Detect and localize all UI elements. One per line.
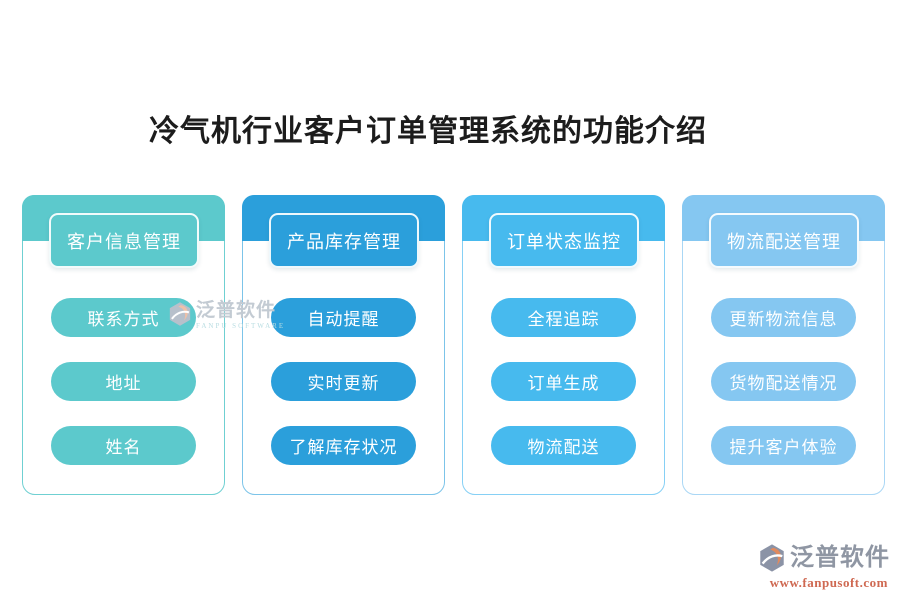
feature-pill: 了解库存状况 — [271, 426, 416, 465]
card-inventory: 产品库存管理 自动提醒 实时更新 了解库存状况 — [242, 195, 445, 495]
footer-logo-block: 泛普软件 www.fanpusoft.com — [757, 543, 890, 591]
feature-pill: 自动提醒 — [271, 298, 416, 337]
feature-pill: 提升客户体验 — [711, 426, 856, 465]
card-header: 订单状态监控 — [489, 213, 639, 268]
feature-pill: 订单生成 — [491, 362, 636, 401]
card-pill-list: 自动提醒 实时更新 了解库存状况 — [271, 298, 416, 465]
card-logistics: 物流配送管理 更新物流信息 货物配送情况 提升客户体验 — [682, 195, 885, 495]
feature-pill: 地址 — [51, 362, 196, 401]
feature-pill: 实时更新 — [271, 362, 416, 401]
card-header: 物流配送管理 — [709, 213, 859, 268]
card-pill-list: 全程追踪 订单生成 物流配送 — [491, 298, 636, 465]
feature-cards-row: 客户信息管理 联系方式 地址 姓名 产品库存管理 自动提醒 实时更新 了解库存状… — [22, 195, 885, 495]
card-header: 客户信息管理 — [49, 213, 199, 268]
page-title: 冷气机行业客户订单管理系统的功能介绍 — [149, 115, 707, 148]
card-pill-list: 更新物流信息 货物配送情况 提升客户体验 — [711, 298, 856, 465]
card-customer-info: 客户信息管理 联系方式 地址 姓名 — [22, 195, 225, 495]
feature-pill: 姓名 — [51, 426, 196, 465]
feature-pill: 全程追踪 — [491, 298, 636, 337]
feature-pill: 物流配送 — [491, 426, 636, 465]
feature-pill: 联系方式 — [51, 298, 196, 337]
footer-url-text: www.fanpusoft.com — [769, 575, 888, 590]
card-header: 产品库存管理 — [269, 213, 419, 268]
card-pill-list: 联系方式 地址 姓名 — [51, 298, 196, 465]
footer-brand-text: 泛普软件 — [790, 545, 890, 571]
feature-pill: 更新物流信息 — [711, 298, 856, 337]
feature-pill: 货物配送情况 — [711, 362, 856, 401]
fanpu-logo-icon — [757, 543, 787, 573]
card-order-status: 订单状态监控 全程追踪 订单生成 物流配送 — [462, 195, 665, 495]
